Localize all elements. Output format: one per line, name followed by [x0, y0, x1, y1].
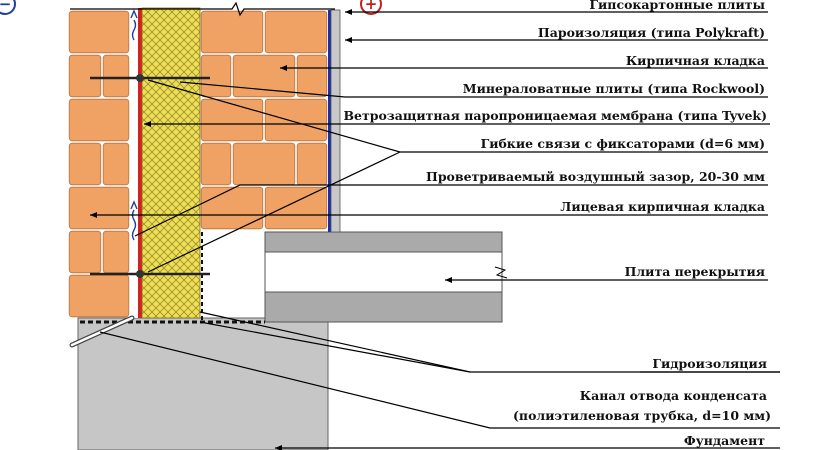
brick: [200, 142, 232, 186]
label-facing-brickwork: Лицевая кирпичная кладка: [560, 199, 765, 214]
leader-condensate: [99, 331, 780, 429]
brick: [68, 10, 130, 54]
brick: [232, 54, 296, 98]
label-vapor-barrier: Пароизоляция (типа Polykraft): [538, 25, 765, 40]
floor-slab-bottom: [264, 291, 503, 323]
floor-slab-middle: [264, 251, 503, 293]
label-brickwork: Кирпичная кладка: [626, 53, 765, 68]
brick: [68, 142, 102, 186]
top-break-line: [70, 1, 335, 17]
brick: [232, 142, 296, 186]
brick: [68, 274, 130, 318]
brick: [68, 230, 102, 274]
label-foundation: Фундамент: [684, 433, 765, 448]
brick: [102, 142, 130, 186]
arrowhead: [280, 65, 287, 71]
leader-ties-lower: [147, 151, 401, 273]
brick: [102, 230, 130, 274]
minus-sign: −: [0, 0, 11, 13]
ventilated-air-gap: [130, 8, 138, 318]
plus-sign: +: [365, 0, 378, 13]
label-mineral-wool: Минераловатные плиты (типа Rockwool): [463, 81, 765, 96]
brick: [264, 186, 328, 230]
arrowhead: [345, 9, 352, 15]
outside-minus-marker: −: [0, 0, 16, 15]
label-air-gap: Проветриваемый воздушный зазор, 20-30 мм: [426, 169, 765, 184]
facing-brickwork: [68, 10, 130, 318]
air-flow-arrow: [131, 19, 137, 41]
leader-mineral-wool: [179, 81, 590, 98]
foundation: [77, 317, 329, 450]
label-condensate-tube: (полиэтиленовая трубка, d=10 мм): [513, 408, 771, 423]
arrowhead: [445, 277, 452, 283]
vapor-barrier: [328, 10, 331, 232]
drywall-board: [330, 9, 341, 233]
arrowhead: [144, 121, 151, 127]
brick: [296, 54, 328, 98]
flexible-tie: [90, 74, 210, 82]
mineral-wool-insulation: [141, 7, 201, 319]
brick: [102, 54, 130, 98]
brick: [264, 98, 328, 142]
brick: [296, 142, 328, 186]
brick: [200, 98, 264, 142]
slab-break-mark: [494, 266, 508, 279]
brick: [264, 10, 328, 54]
label-floor-slab: Плита перекрытия: [625, 264, 765, 279]
leader-waterproofing-1: [199, 311, 471, 373]
arrowhead: [90, 212, 97, 218]
condensate-drain-tube-inner: [70, 316, 134, 347]
brick: [68, 186, 130, 230]
air-flow-arrow: [130, 200, 138, 210]
arrowhead: [345, 37, 352, 43]
flexible-tie: [90, 270, 210, 278]
windproof-membrane: [138, 8, 142, 318]
inside-plus-marker: +: [360, 0, 382, 15]
leader-waterproofing-2: [199, 321, 471, 373]
label-waterproofing: Гидроизоляция: [652, 356, 767, 371]
inner-brickwork: [200, 10, 328, 230]
label-gypsum-boards: Гипсокартонные плиты: [589, 0, 765, 12]
brick: [68, 54, 102, 98]
leader-ties-upper: [147, 79, 401, 153]
leader-air-gap: [134, 184, 410, 237]
floor-slab-top: [264, 231, 503, 253]
label-condensate-channel: Канал отвода конденсата: [580, 388, 767, 403]
label-flexible-ties: Гибкие связи с фиксаторами (d=6 мм): [481, 136, 765, 151]
air-flow-arrow: [130, 9, 138, 19]
arrowhead: [275, 445, 282, 450]
label-windproof-membrane: Ветрозащитная паропроницаемая мембрана (…: [343, 108, 767, 123]
brick: [200, 54, 232, 98]
brick: [200, 186, 264, 230]
brick: [68, 98, 130, 142]
brick: [200, 10, 264, 54]
